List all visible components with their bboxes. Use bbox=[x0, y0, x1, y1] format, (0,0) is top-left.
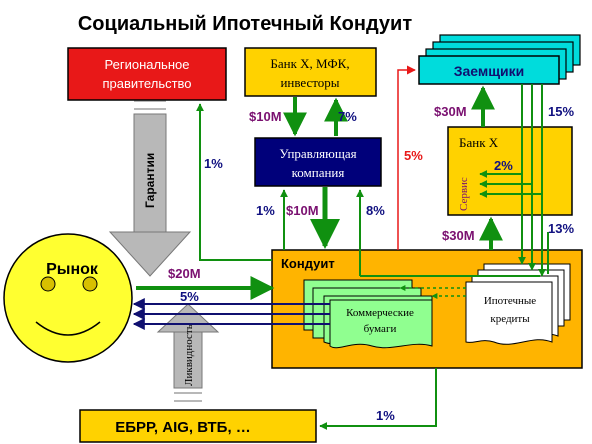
guarantees-label: Гарантии bbox=[143, 153, 157, 208]
regional-government-line1: Региональное bbox=[105, 57, 190, 72]
label-p13: 13% bbox=[548, 221, 574, 236]
bank-x-investors-line2: инвесторы bbox=[280, 75, 339, 90]
bank-x-investors-line1: Банк X, МФК, bbox=[270, 56, 349, 71]
mortgage-loans-stack: Ипотечные кредиты bbox=[465, 263, 571, 345]
management-company-box: Управляющая компания bbox=[254, 137, 382, 187]
smiley-mouth bbox=[35, 321, 101, 336]
commercial-paper-line2: бумаги bbox=[364, 323, 397, 335]
bank-x-label: Банк X bbox=[459, 135, 499, 150]
guarantees-arrow: Гарантии bbox=[108, 98, 192, 277]
conduit-label: Кондуит bbox=[281, 256, 335, 271]
borrowers-label: Заемщики bbox=[454, 63, 525, 79]
label-p7: 7% bbox=[338, 109, 357, 124]
smiley-right-eye bbox=[82, 276, 98, 292]
label-p1-government: 1% bbox=[204, 156, 223, 171]
bank-x-box: Банк X Сервис bbox=[447, 126, 573, 216]
smiley-left-eye bbox=[40, 276, 56, 292]
liquidity-label: Ликвидность bbox=[183, 324, 195, 386]
label-p8: 8% bbox=[366, 203, 385, 218]
label-p15: 15% bbox=[548, 104, 574, 119]
label-p2: 2% bbox=[494, 158, 513, 173]
borrowers-box: Заемщики bbox=[418, 34, 581, 85]
diagram-title: Социальный Ипотечный Кондуит bbox=[78, 13, 412, 35]
label-p1-ebrd: 1% bbox=[376, 408, 395, 423]
market-label: Рынок bbox=[46, 261, 99, 278]
label-m20: $20M bbox=[168, 266, 201, 281]
flow-arrows bbox=[132, 65, 549, 430]
liquidity-arrow: Ликвидность bbox=[156, 303, 220, 404]
bank-x-investors-box: Банк X, МФК, инвесторы bbox=[244, 47, 377, 97]
label-m10-conduit: $10M bbox=[286, 203, 319, 218]
arrow-conduit-to-government bbox=[196, 103, 272, 261]
label-m30-top: $30M bbox=[434, 104, 467, 119]
label-p1-management: 1% bbox=[256, 203, 275, 218]
commercial-paper-line1: Коммерческие bbox=[346, 307, 414, 319]
ebrd-aig-vtb-label: ЕБРР, AIG, ВТБ, … bbox=[115, 419, 251, 436]
mortgage-loans-line1: Ипотечные bbox=[484, 295, 536, 307]
label-p5-market: 5% bbox=[180, 289, 199, 304]
ebrd-aig-vtb-box: ЕБРР, AIG, ВТБ, … bbox=[79, 409, 317, 443]
flow-labels: $10M 7% 1% 5% $30M 15% 2% 1% $10M 8% $30… bbox=[168, 104, 574, 423]
mortgage-loans-line2: кредиты bbox=[490, 313, 530, 325]
service-label: Сервис bbox=[458, 177, 470, 211]
arrow-conduit-to-borrowers bbox=[397, 65, 416, 250]
label-p5-red: 5% bbox=[404, 148, 423, 163]
regional-government-line2: правительство bbox=[102, 76, 191, 91]
label-m30-bottom: $30M bbox=[442, 228, 475, 243]
management-company-line1: Управляющая bbox=[279, 146, 356, 161]
market-smiley: Рынок bbox=[3, 233, 133, 363]
management-company-line2: компания bbox=[292, 165, 345, 180]
regional-government-box: Региональное правительство bbox=[67, 47, 227, 101]
arrow-conduit-to-ebrd bbox=[319, 368, 437, 430]
label-m10-investors: $10M bbox=[249, 109, 282, 124]
